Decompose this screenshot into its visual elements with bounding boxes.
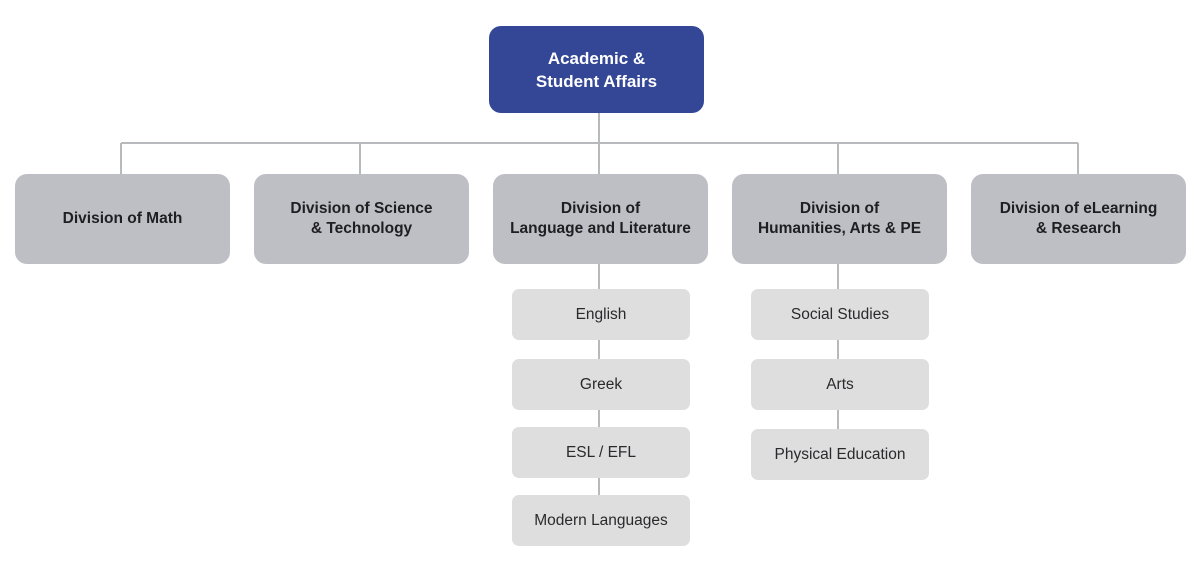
subunit-label: English bbox=[575, 305, 627, 323]
division-label: Division of eLearning & Research bbox=[999, 200, 1158, 237]
root-node-academic-student-affairs: Academic & Student Affairs bbox=[489, 26, 704, 113]
division-node-elearning-research: Division of eLearning & Research bbox=[971, 174, 1186, 264]
subunit-label: Social Studies bbox=[790, 305, 890, 323]
subunit-label: Greek bbox=[579, 375, 623, 393]
division-node-language-literature: Division of Language and Literature bbox=[493, 174, 708, 264]
subunit-node-english: English bbox=[512, 289, 690, 340]
subunit-label: ESL / EFL bbox=[565, 443, 637, 461]
subunit-node-physical-education: Physical Education bbox=[751, 429, 929, 480]
division-label: Division of Humanities, Arts & PE bbox=[757, 200, 922, 237]
root-node-label: Academic & Student Affairs bbox=[535, 48, 658, 91]
subunit-node-esl-efl: ESL / EFL bbox=[512, 427, 690, 478]
division-label: Division of Science & Technology bbox=[290, 200, 433, 237]
subunit-node-greek: Greek bbox=[512, 359, 690, 410]
subunit-label: Modern Languages bbox=[534, 511, 668, 529]
division-node-humanities-arts-pe: Division of Humanities, Arts & PE bbox=[732, 174, 947, 264]
division-node-science-technology: Division of Science & Technology bbox=[254, 174, 469, 264]
division-node-math: Division of Math bbox=[15, 174, 230, 264]
subunit-label: Physical Education bbox=[774, 445, 906, 463]
division-label: Division of Language and Literature bbox=[510, 200, 691, 237]
subunit-node-arts: Arts bbox=[751, 359, 929, 410]
division-label: Division of Math bbox=[62, 210, 183, 227]
subunit-node-modern-languages: Modern Languages bbox=[512, 495, 690, 546]
subunit-node-social-studies: Social Studies bbox=[751, 289, 929, 340]
subunit-label: Arts bbox=[826, 375, 854, 393]
